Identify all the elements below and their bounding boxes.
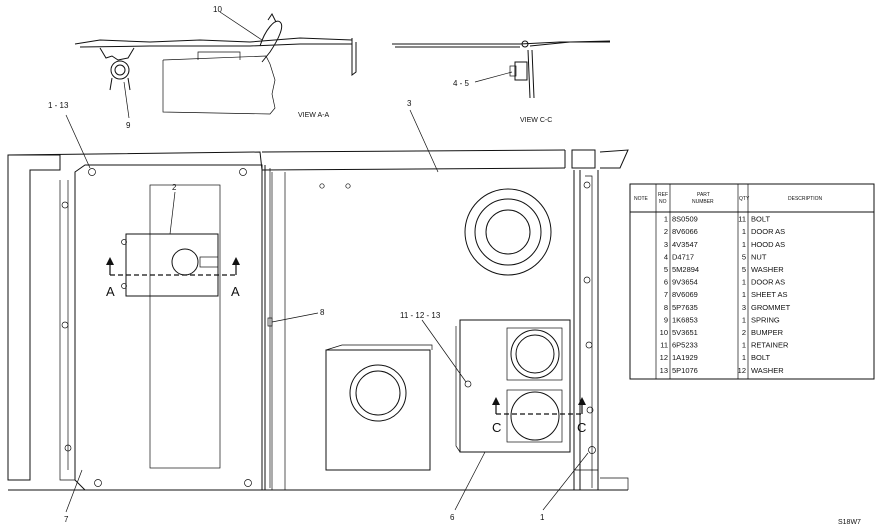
table-cell-ref: 9: [664, 315, 668, 324]
callout-8: 8: [320, 308, 325, 317]
table-cell-ref: 12: [660, 353, 668, 362]
view-a-a-detail: 10 9 VIEW A-A: [74, 5, 357, 130]
table-cell-ref: 6: [664, 278, 668, 287]
table-cell-description: BOLT: [751, 215, 770, 224]
table-cell-part-number: 5V3651: [672, 328, 698, 337]
section-letter-a-right: A: [231, 284, 240, 299]
callout-10: 10: [213, 5, 222, 14]
callout-9: 9: [126, 121, 131, 130]
corner-code: S18W7: [838, 519, 861, 526]
table-cell-description: GROMMET: [751, 303, 791, 312]
table-cell-description: DOOR AS: [751, 278, 785, 287]
table-cell-qty: 5: [742, 265, 746, 274]
table-cell-description: WASHER: [751, 366, 784, 375]
table-cell-description: DOOR AS: [751, 227, 785, 236]
table-cell-description: HOOD AS: [751, 240, 785, 249]
table-cell-part-number: 1K6853: [672, 315, 698, 324]
table-cell-part-number: 6P5233: [672, 341, 698, 350]
table-cell-part-number: 5M2894: [672, 265, 699, 274]
table-cell-part-number: 8V6069: [672, 290, 698, 299]
view-c-c-detail: 4 - 5 VIEW C-C: [392, 40, 611, 124]
table-cell-part-number: 9V3654: [672, 278, 698, 287]
section-letter-c-right: C: [577, 420, 586, 435]
view-a-a-label: VIEW A-A: [298, 112, 329, 119]
leader-lines: [65, 109, 589, 513]
table-cell-qty: 3: [742, 303, 746, 312]
table-cell-description: BOLT: [751, 353, 770, 362]
table-cell-qty: 1: [742, 315, 746, 324]
table-cell-part-number: 5P7635: [672, 303, 698, 312]
section-letter-a-left: A: [106, 284, 115, 299]
section-letter-c-left: C: [492, 420, 501, 435]
table-cell-description: NUT: [751, 252, 767, 261]
table-cell-description: SHEET AS: [751, 290, 788, 299]
table-cell-part-number: 8S0509: [672, 215, 698, 224]
table-cell-description: BUMPER: [751, 328, 784, 337]
main-assembly: [7, 149, 629, 491]
table-header-qty: QTY: [739, 196, 750, 202]
table-cell-ref: 7: [664, 290, 668, 299]
table-cell-qty: 11: [738, 215, 746, 224]
parts-table: NOTE REF NO PART NUMBER QTY DESCRIPTION …: [629, 183, 875, 380]
table-cell-qty: 1: [742, 353, 746, 362]
table-cell-ref: 5: [664, 265, 668, 274]
table-cell-description: WASHER: [751, 265, 784, 274]
table-header-description: DESCRIPTION: [788, 196, 823, 202]
table-header-ref: REF: [658, 192, 668, 198]
table-cell-qty: 12: [738, 366, 746, 375]
callout-7: 7: [64, 515, 69, 524]
table-cell-ref: 8: [664, 303, 668, 312]
callout-11-12-13: 11 - 12 - 13: [400, 311, 441, 320]
table-cell-description: SPRING: [751, 315, 780, 324]
table-header-note: NOTE: [634, 196, 649, 202]
table-cell-qty: 1: [742, 290, 746, 299]
callout-1: 1: [540, 513, 545, 522]
table-cell-qty: 2: [742, 328, 746, 337]
table-header-part-number: NUMBER: [692, 199, 714, 205]
table-cell-qty: 1: [742, 240, 746, 249]
table-cell-ref: 3: [664, 240, 668, 249]
table-cell-qty: 1: [742, 227, 746, 236]
callout-6: 6: [450, 513, 455, 522]
view-c-c-label: VIEW C-C: [520, 117, 552, 124]
table-cell-qty: 1: [742, 278, 746, 287]
table-cell-qty: 5: [742, 252, 746, 261]
table-cell-ref: 10: [660, 328, 668, 337]
table-cell-part-number: 5P1076: [672, 366, 698, 375]
table-cell-ref: 4: [664, 252, 668, 261]
table-header-ref-no: NO: [659, 199, 667, 205]
table-cell-ref: 11: [660, 341, 668, 350]
table-cell-description: RETAINER: [751, 341, 789, 350]
table-cell-ref: 13: [660, 366, 668, 375]
callout-3: 3: [407, 99, 412, 108]
callout-2: 2: [172, 183, 177, 192]
callout-1-13: 1 - 13: [48, 101, 69, 110]
table-cell-part-number: D4717: [672, 252, 694, 261]
table-cell-ref: 1: [664, 215, 668, 224]
table-cell-part-number: 4V3547: [672, 240, 698, 249]
table-cell-qty: 1: [742, 341, 746, 350]
table-cell-part-number: 1A1929: [672, 353, 698, 362]
callout-4-5: 4 - 5: [453, 79, 470, 88]
table-header-part: PART: [697, 192, 710, 198]
table-cell-part-number: 8V6066: [672, 227, 698, 236]
table-cell-ref: 2: [664, 227, 668, 236]
